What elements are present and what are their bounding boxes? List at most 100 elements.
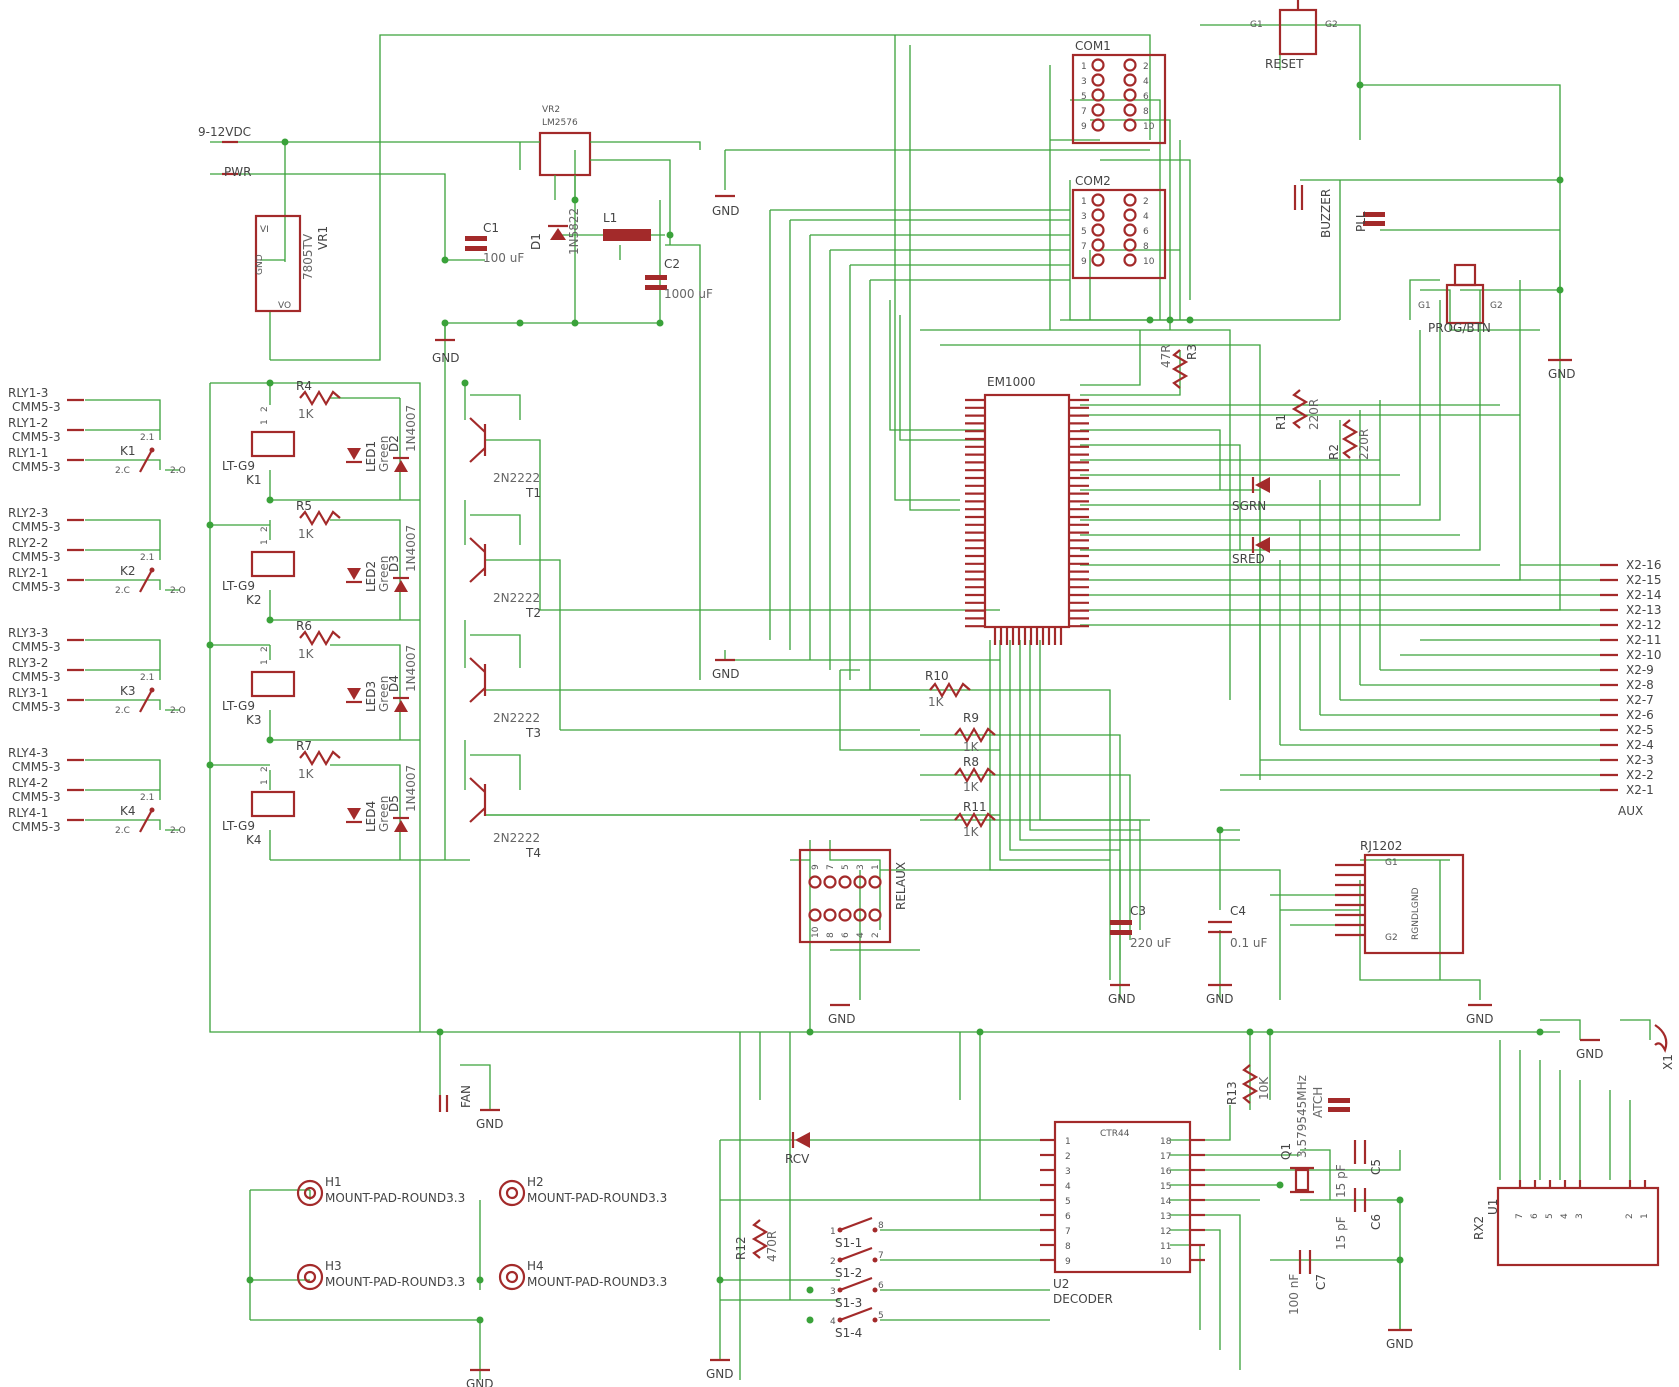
transistor-collector xyxy=(469,777,486,793)
com1-name: COM1 xyxy=(1075,39,1111,53)
relay-pin-label: 2 xyxy=(260,646,270,652)
q1-name: Q1 xyxy=(1279,1143,1293,1160)
dip-contact xyxy=(872,1257,878,1263)
header-pin xyxy=(1123,118,1137,132)
relay-pin-label: 2.C xyxy=(115,466,130,476)
terminal-label: RLY4-2 xyxy=(8,776,48,790)
led-color: Green xyxy=(377,676,391,712)
relay-channel-1: RLY1-3CMM5-3RLY1-2CMM5-3RLY1-1CMM5-3K12.… xyxy=(8,379,541,500)
reset-label: RESET xyxy=(1265,57,1304,71)
r1-value: 220R xyxy=(1307,399,1321,430)
transistor-name: T2 xyxy=(525,606,541,620)
rx2-pin-label: 7 xyxy=(1515,1213,1525,1219)
mount-pad-hole xyxy=(303,1270,317,1284)
transistor-value: 2N2222 xyxy=(493,711,540,725)
gnd-label: GND xyxy=(1206,992,1234,1006)
decoder-pin-label: 13 xyxy=(1160,1212,1171,1222)
c4-name: C4 xyxy=(1230,904,1246,918)
relay-pin-label: 2.C xyxy=(115,826,130,836)
led-symbol xyxy=(347,448,361,460)
aux-pin-label: X2-8 xyxy=(1626,678,1654,692)
r3-name: R3 xyxy=(1185,344,1199,360)
terminal-label: RLY1-3 xyxy=(8,386,48,400)
aux-pin-label: X2-1 xyxy=(1626,783,1654,797)
terminal-connector: CMM5-3 xyxy=(12,640,61,654)
led-symbol xyxy=(347,568,361,580)
gnd-label: GND xyxy=(1548,367,1576,381)
rx2-ref: U1 xyxy=(1486,1199,1500,1215)
d1-name: D1 xyxy=(529,233,543,250)
relaux-pin xyxy=(868,908,882,922)
mount-pad-name: H2 xyxy=(527,1175,544,1189)
aux-pin-label: X2-2 xyxy=(1626,768,1654,782)
c6-value: 15 pF xyxy=(1334,1216,1348,1250)
relay-coil xyxy=(250,790,296,818)
led-name: LED2 xyxy=(364,561,378,592)
power-input-label: 9-12VDC xyxy=(198,125,251,139)
resistor-r13: R13 10K xyxy=(1225,1064,1271,1105)
relay-coil xyxy=(250,550,296,578)
led-color: Green xyxy=(377,796,391,832)
terminal-label: RLY2-3 xyxy=(8,506,48,520)
r11-name: R11 xyxy=(963,800,987,814)
rj-g2: G2 xyxy=(1385,933,1398,943)
mount-pads: H1MOUNT-PAD-ROUND3.3H2MOUNT-PAD-ROUND3.3… xyxy=(296,1175,667,1291)
dip-lever xyxy=(839,1246,873,1262)
c1-value: 100 uF xyxy=(483,251,524,265)
terminal-label: RLY2-1 xyxy=(8,566,48,580)
r12-name: R12 xyxy=(734,1236,748,1260)
relay-channel-2: RLY2-3CMM5-3RLY2-2CMM5-3RLY2-1CMM5-3K22.… xyxy=(8,499,541,620)
dip-contact xyxy=(872,1287,878,1293)
mount-pad xyxy=(498,1263,526,1291)
r13-value: 10K xyxy=(1257,1076,1271,1100)
relay-type: LT-G9 xyxy=(222,459,255,473)
pll-label: PLL xyxy=(1354,211,1368,232)
header-pin-label: 10 xyxy=(1143,257,1155,267)
diode-symbol xyxy=(394,460,408,472)
decoder-pin-label: 12 xyxy=(1160,1227,1171,1237)
diode-name: D4 xyxy=(387,675,401,692)
connector-rj1202: RJ1202 RGNDLGND G1 G2 xyxy=(1335,839,1465,955)
relaux-pin-label: 6 xyxy=(841,932,851,938)
relay-pin-label: 2 xyxy=(260,526,270,532)
diode-value: 1N4007 xyxy=(404,645,418,692)
aux-pin-label: X2-12 xyxy=(1626,618,1661,632)
c5-value: 15 pF xyxy=(1334,1164,1348,1198)
aux-pin-label: X2-13 xyxy=(1626,603,1661,617)
terminal-connector: CMM5-3 xyxy=(12,430,61,444)
c6-name: C6 xyxy=(1369,1214,1383,1230)
mount-pad xyxy=(498,1179,526,1207)
pll-jumper: PLL xyxy=(1354,211,1385,232)
terminal-connector: CMM5-3 xyxy=(12,790,61,804)
r10-value: 1K xyxy=(928,695,945,709)
decoder-pin-label: 17 xyxy=(1160,1152,1171,1162)
crystal-other: ATCH xyxy=(1311,1087,1325,1118)
relay-pin-label: 2.1 xyxy=(140,793,154,803)
terminal-connector: CMM5-3 xyxy=(12,820,61,834)
header-pin xyxy=(1091,88,1105,102)
resistor-value: 1K xyxy=(298,407,315,421)
terminal-connector: CMM5-3 xyxy=(12,520,61,534)
r3-value: 47R xyxy=(1159,344,1173,368)
resistor-name: R7 xyxy=(296,739,312,753)
resistor-value: 1K xyxy=(298,767,315,781)
relay-pin-label: 2.C xyxy=(115,706,130,716)
capacitor-c4: C4 0.1 uF xyxy=(1208,904,1268,950)
fan-connector: FAN xyxy=(438,1085,473,1112)
resistor-name: R5 xyxy=(296,499,312,513)
transistor-collector xyxy=(469,417,486,433)
gnd-label: GND xyxy=(706,1367,734,1381)
relaux-pin xyxy=(853,908,867,922)
header-pin-label: 5 xyxy=(1081,227,1087,237)
diode-name: D3 xyxy=(387,555,401,572)
gnd-label: GND xyxy=(466,1377,494,1387)
header-pin xyxy=(1123,193,1137,207)
decoder-pin-label: 9 xyxy=(1065,1257,1071,1267)
aux-pin-label: X2-16 xyxy=(1626,558,1661,572)
rx2-pin-label: 6 xyxy=(1530,1213,1540,1219)
relay-pin-label: 2.1 xyxy=(140,553,154,563)
led-name: LED4 xyxy=(364,801,378,832)
relay-pin-label: 1 xyxy=(260,539,270,545)
mount-pad-hole xyxy=(505,1270,519,1284)
